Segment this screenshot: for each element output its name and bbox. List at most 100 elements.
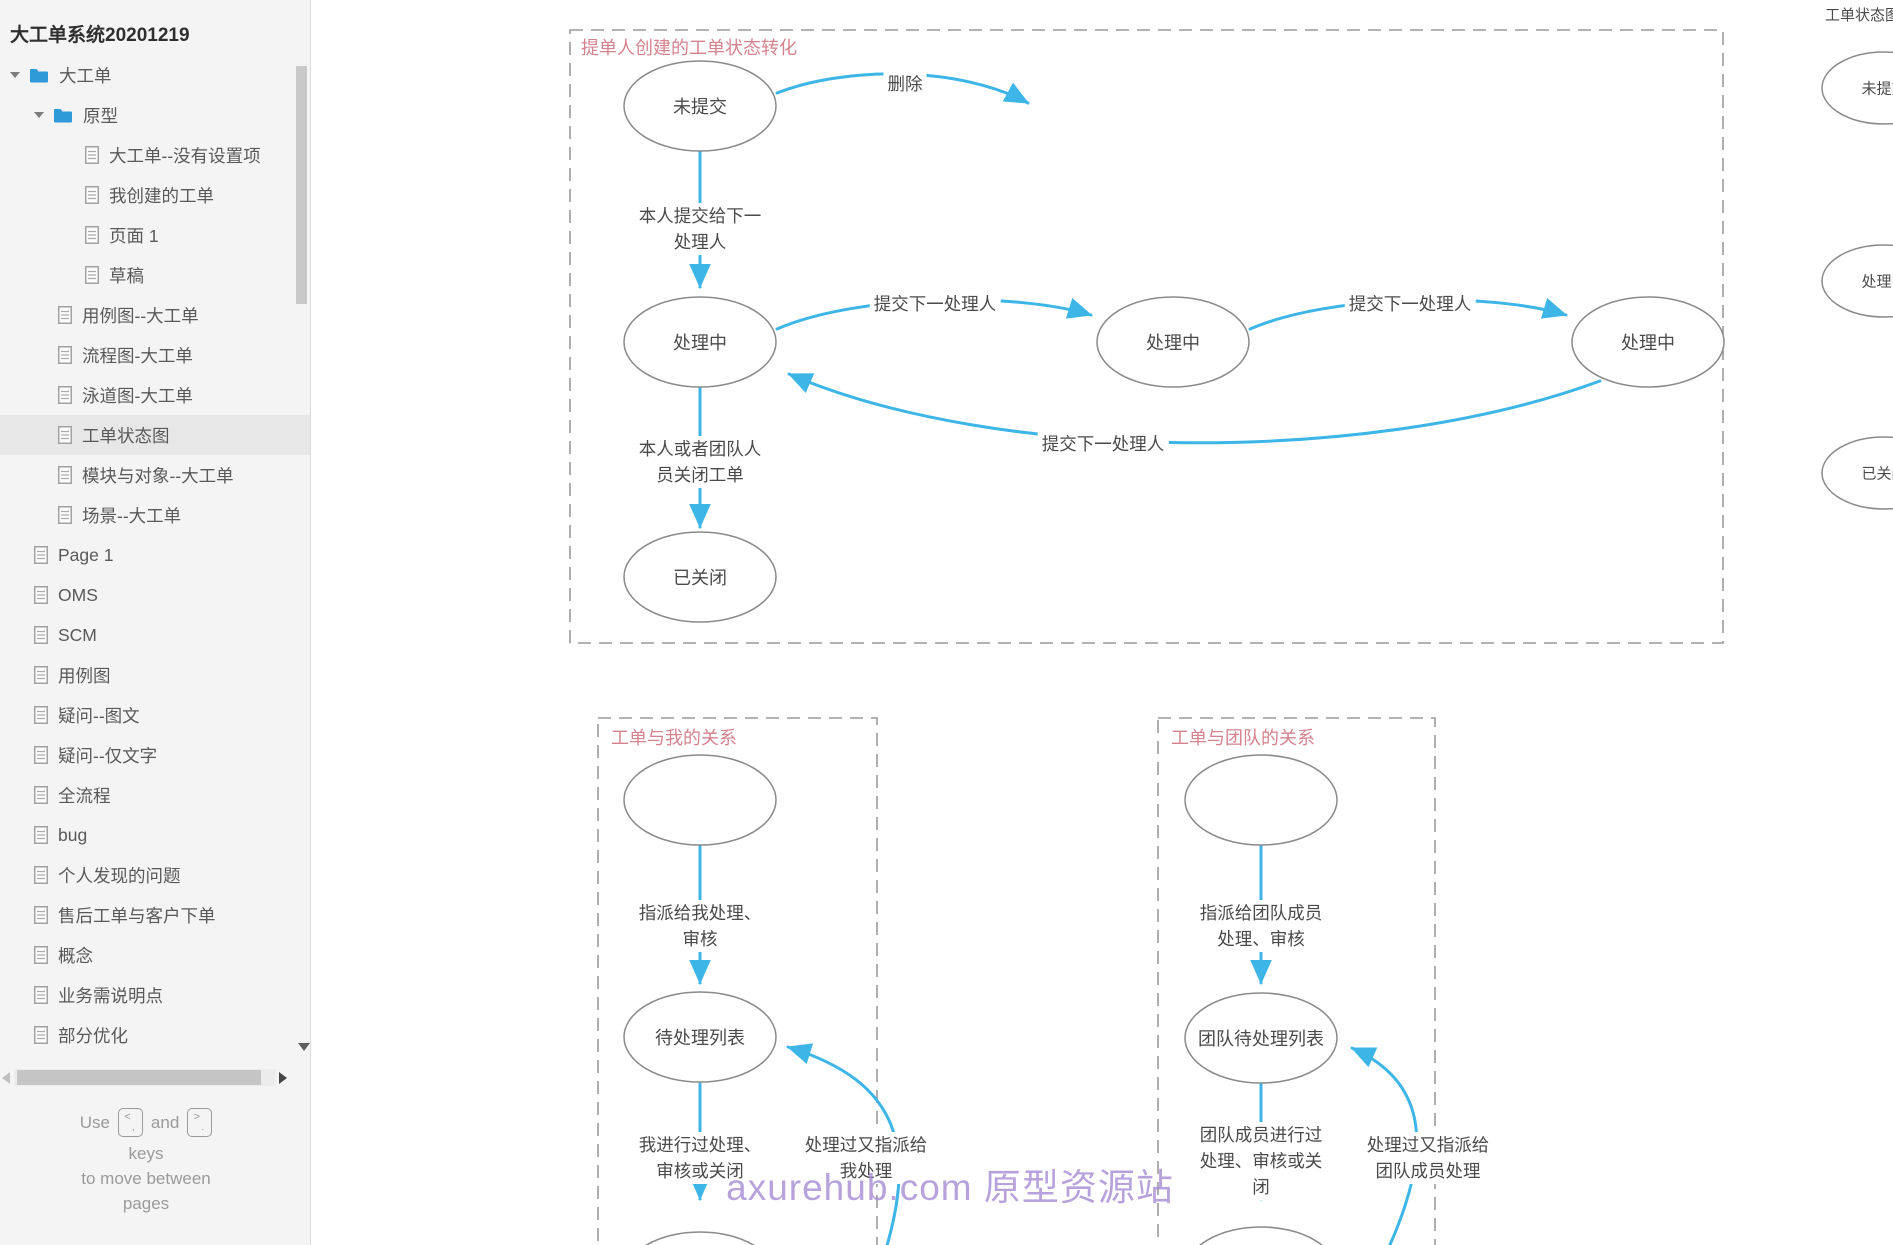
document-icon xyxy=(34,826,48,844)
document-icon xyxy=(85,146,99,164)
folder-icon xyxy=(29,67,49,83)
sidebar-item-17[interactable]: 疑问--仅文字 xyxy=(0,735,310,775)
node-processing-2 xyxy=(1096,296,1250,388)
horizontal-scrollbar[interactable] xyxy=(0,1068,292,1088)
sidebar-item-label: 大工单--没有设置项 xyxy=(109,145,261,166)
sidebar-item-label: SCM xyxy=(58,624,97,645)
sidebar-item-6[interactable]: 用例图--大工单 xyxy=(0,295,310,335)
transition-arrows xyxy=(689,72,1602,1245)
scroll-right-arrow-icon[interactable] xyxy=(279,1072,287,1084)
pager-hint-keys: keys xyxy=(128,1144,164,1163)
document-icon xyxy=(34,906,48,924)
sidebar-item-9[interactable]: 工单状态图 xyxy=(0,415,310,455)
sidebar-item-label: 概念 xyxy=(58,945,93,966)
sidebar-item-label: 工单状态图 xyxy=(82,425,170,446)
node-bottom-me xyxy=(645,1231,755,1245)
document-icon xyxy=(34,546,48,564)
sidebar-item-label: 售后工单与客户下单 xyxy=(58,905,216,926)
sidebar-item-3[interactable]: 我创建的工单 xyxy=(0,175,310,215)
page-tree: 大工单原型大工单--没有设置项我创建的工单页面 1 草稿用例图--大工单流程图-大… xyxy=(0,55,310,1055)
vertical-scrollbar-thumb[interactable] xyxy=(296,66,307,304)
sidebar-item-16[interactable]: 疑问--图文 xyxy=(0,695,310,735)
scroll-left-arrow-icon[interactable] xyxy=(2,1072,10,1084)
pager-hint-line1: Use < , and > . xyxy=(0,1108,292,1137)
sidebar-item-21[interactable]: 售后工单与客户下单 xyxy=(0,895,310,935)
document-icon xyxy=(58,386,72,404)
caret-down-icon[interactable] xyxy=(10,72,20,78)
sidebar-item-2[interactable]: 大工单--没有设置项 xyxy=(0,135,310,175)
document-icon xyxy=(85,186,99,204)
document-icon xyxy=(85,226,99,244)
sidebar-item-12[interactable]: Page 1 xyxy=(0,535,310,575)
frame-ticket-and-me xyxy=(597,717,878,1245)
sidebar-item-22[interactable]: 概念 xyxy=(0,935,310,975)
sidebar-item-4[interactable]: 页面 1 xyxy=(0,215,310,255)
mini-node-processing xyxy=(1821,244,1893,318)
document-icon xyxy=(34,626,48,644)
key-left-bottom-label: , xyxy=(132,1122,135,1133)
sidebar-item-label: 流程图-大工单 xyxy=(82,345,193,366)
sidebar-item-8[interactable]: 泳道图-大工单 xyxy=(0,375,310,415)
sidebar-item-label: bug xyxy=(58,824,88,845)
pager-hint-line4: pages xyxy=(122,1194,170,1213)
mini-node-not-submitted xyxy=(1821,51,1893,125)
sidebar-item-1[interactable]: 原型 xyxy=(0,95,310,135)
node-blank-team xyxy=(1184,754,1338,846)
key-right-bottom-label: . xyxy=(201,1122,205,1133)
sidebar-item-label: 疑问--图文 xyxy=(58,705,140,726)
sidebar-item-19[interactable]: bug xyxy=(0,815,310,855)
edge-next-return xyxy=(787,372,1602,445)
state-ellipses xyxy=(623,51,1893,1245)
horizontal-scrollbar-thumb[interactable] xyxy=(17,1070,261,1085)
scroll-down-arrow-icon[interactable] xyxy=(298,1043,310,1051)
document-icon xyxy=(58,306,72,324)
sidebar-item-label: 部分优化 xyxy=(58,1025,128,1046)
sidebar-item-label: 个人发现的问题 xyxy=(58,865,181,886)
sidebar-item-label: Page 1 xyxy=(58,544,114,565)
pager-hint: Use < , and > . keys to move between pag… xyxy=(0,1108,292,1216)
document-icon xyxy=(34,666,48,684)
sidebar-item-15[interactable]: 用例图 xyxy=(0,655,310,695)
document-icon xyxy=(58,426,72,444)
sidebar-item-label: OMS xyxy=(58,584,98,605)
sidebar-item-10[interactable]: 模块与对象--大工单 xyxy=(0,455,310,495)
node-processing-1 xyxy=(623,296,777,388)
sidebar-item-13[interactable]: OMS xyxy=(0,575,310,615)
sidebar-item-14[interactable]: SCM xyxy=(0,615,310,655)
project-title: 大工单系统20201219 xyxy=(10,25,190,46)
sidebar-item-0[interactable]: 大工单 xyxy=(0,55,310,95)
sidebar-item-24[interactable]: 部分优化 xyxy=(0,1015,310,1055)
document-icon xyxy=(85,266,99,284)
node-bottom-team xyxy=(1199,1226,1323,1245)
node-pending-me xyxy=(623,991,777,1083)
sidebar-item-label: 场景--大工单 xyxy=(82,505,182,526)
sidebar-item-label: 业务需说明点 xyxy=(58,985,163,1006)
folder-icon xyxy=(53,107,73,123)
key-left-top-label: < xyxy=(124,1111,131,1123)
sidebar-item-5[interactable]: 草稿 xyxy=(0,255,310,295)
edge-next-1 xyxy=(775,297,1093,331)
document-icon xyxy=(34,586,48,604)
edge-reassign-team xyxy=(1350,1046,1419,1245)
sidebar-item-11[interactable]: 场景--大工单 xyxy=(0,495,310,535)
pager-hint-line3: to move between xyxy=(81,1169,211,1188)
document-icon xyxy=(58,346,72,364)
key-left-icon: < , xyxy=(117,1108,143,1137)
frame-ticket-and-team xyxy=(1157,717,1436,1245)
document-icon xyxy=(58,466,72,484)
watermark: axurehub.com 原型资源站 xyxy=(726,1167,1174,1208)
sidebar-item-7[interactable]: 流程图-大工单 xyxy=(0,335,310,375)
sidebar-item-label: 泳道图-大工单 xyxy=(82,385,193,406)
sidebar-item-20[interactable]: 个人发现的问题 xyxy=(0,855,310,895)
caret-down-icon[interactable] xyxy=(34,112,44,118)
node-pending-team xyxy=(1184,992,1338,1084)
sidebar-item-23[interactable]: 业务需说明点 xyxy=(0,975,310,1015)
node-blank-me xyxy=(623,754,777,846)
node-not-submitted xyxy=(623,60,777,152)
sidebar-item-18[interactable]: 全流程 xyxy=(0,775,310,815)
sidebar-item-label: 原型 xyxy=(83,105,118,126)
pager-hint-use: Use xyxy=(79,1113,110,1132)
sidebar-item-label: 草稿 xyxy=(109,265,144,286)
document-icon xyxy=(34,986,48,1004)
sidebar-item-label: 用例图 xyxy=(58,665,111,686)
